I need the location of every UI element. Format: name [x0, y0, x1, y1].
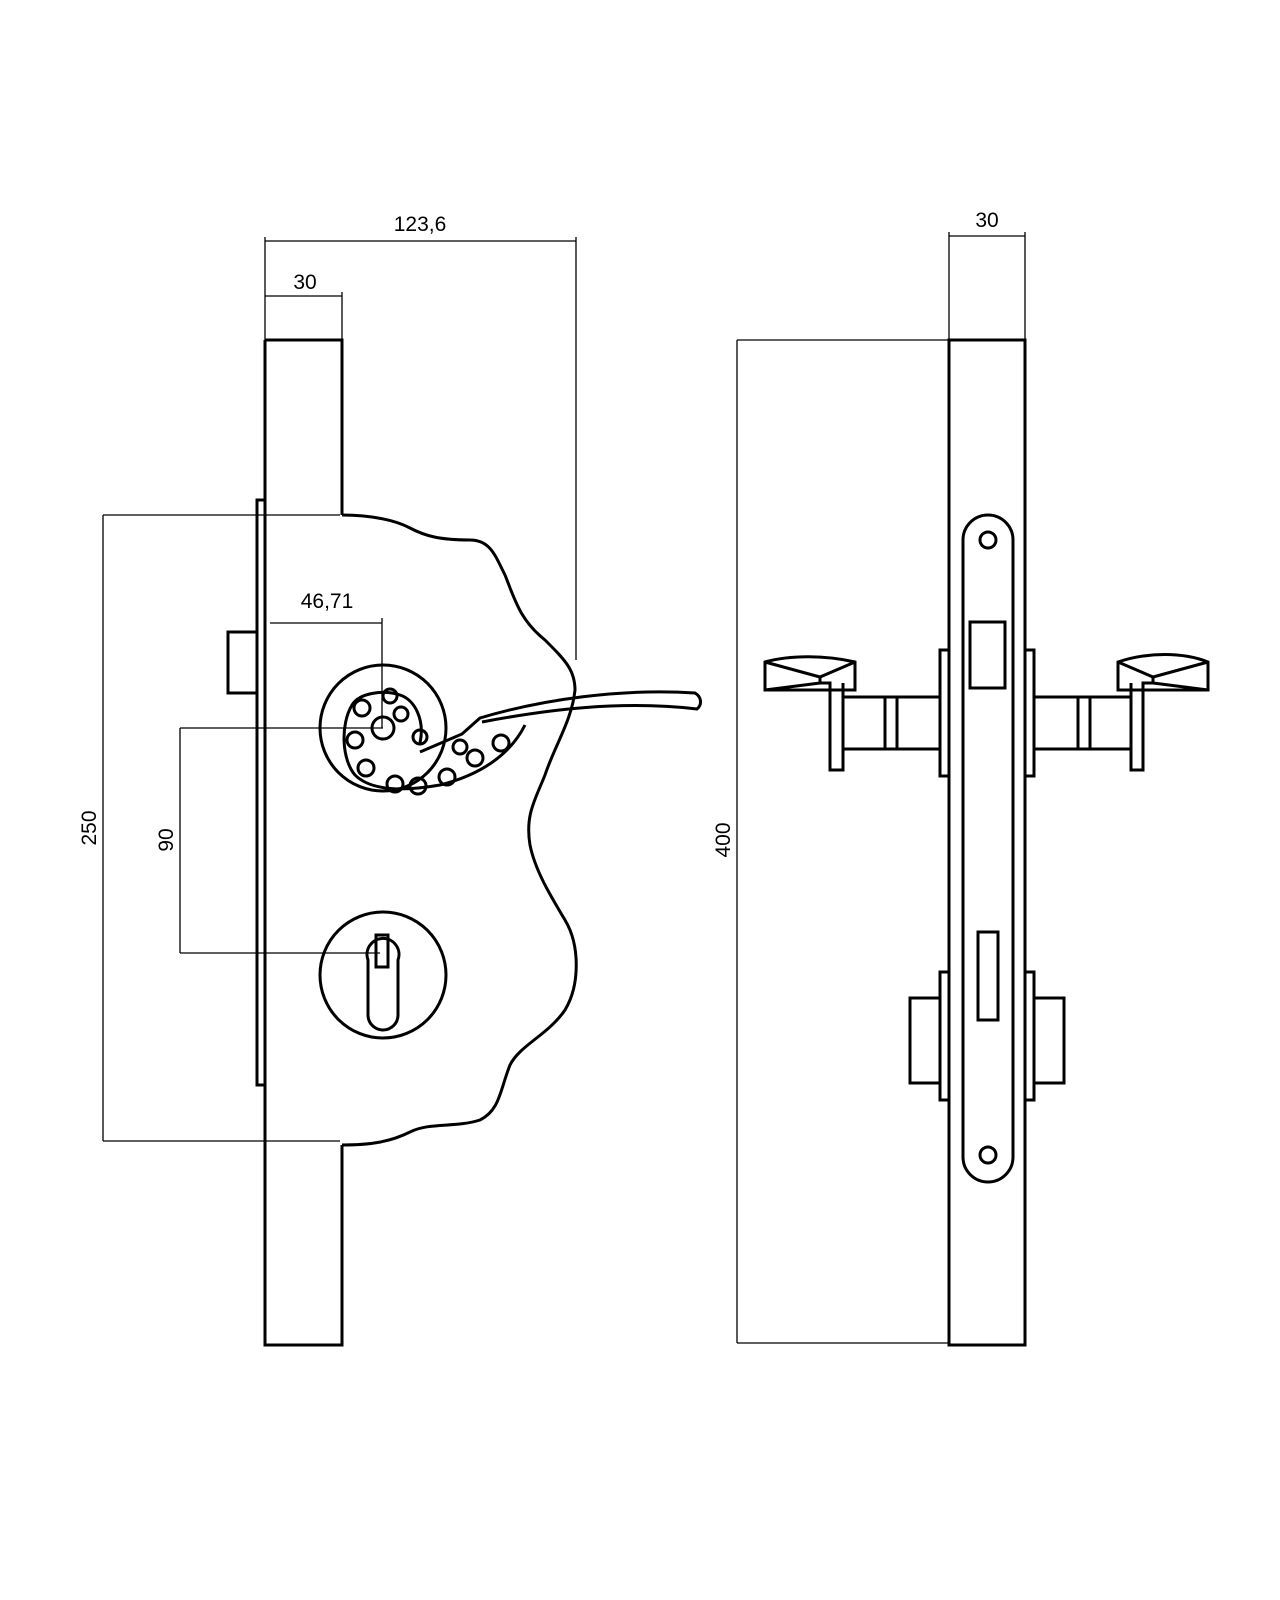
dim-bar-width-left: 30 — [293, 271, 316, 294]
dim-overall-width: 123,6 — [394, 213, 447, 236]
side-bar — [947, 338, 1027, 1347]
rosette-pattern — [342, 691, 527, 791]
front-view-dimension-lines — [102, 237, 577, 1142]
screw-top — [978, 530, 998, 550]
lever-right — [1116, 653, 1210, 772]
bar-outline — [263, 338, 344, 1347]
front-view — [226, 338, 702, 1347]
latch-opening — [968, 620, 1007, 690]
side-faceplate — [961, 513, 1015, 1184]
screw-bottom — [978, 1145, 998, 1165]
lever-handle — [419, 690, 702, 754]
key-slot — [374, 933, 390, 969]
dim-body-height: 250 — [78, 810, 101, 845]
keyhole — [365, 937, 401, 1032]
rosette-beads — [345, 687, 511, 796]
cylinder-left — [908, 996, 942, 1085]
dim-handle-offset: 46,71 — [301, 590, 354, 613]
faceplate — [255, 498, 267, 1087]
body-cutout-outline — [341, 513, 578, 1147]
cylinder-right — [1032, 996, 1066, 1085]
spindle-left — [841, 695, 942, 751]
spindle-right — [1032, 695, 1133, 751]
dim-center-distance: 90 — [155, 828, 178, 851]
cylinder-rosette — [318, 910, 448, 1040]
dim-bar-width-right: 30 — [975, 209, 998, 232]
deadbolt-opening — [976, 930, 1000, 1022]
lever-left — [763, 655, 857, 772]
side-view — [763, 338, 1210, 1347]
dim-overall-height: 400 — [712, 822, 735, 857]
side-view-dimension-lines — [736, 232, 1026, 1344]
latch-bolt — [226, 630, 259, 695]
